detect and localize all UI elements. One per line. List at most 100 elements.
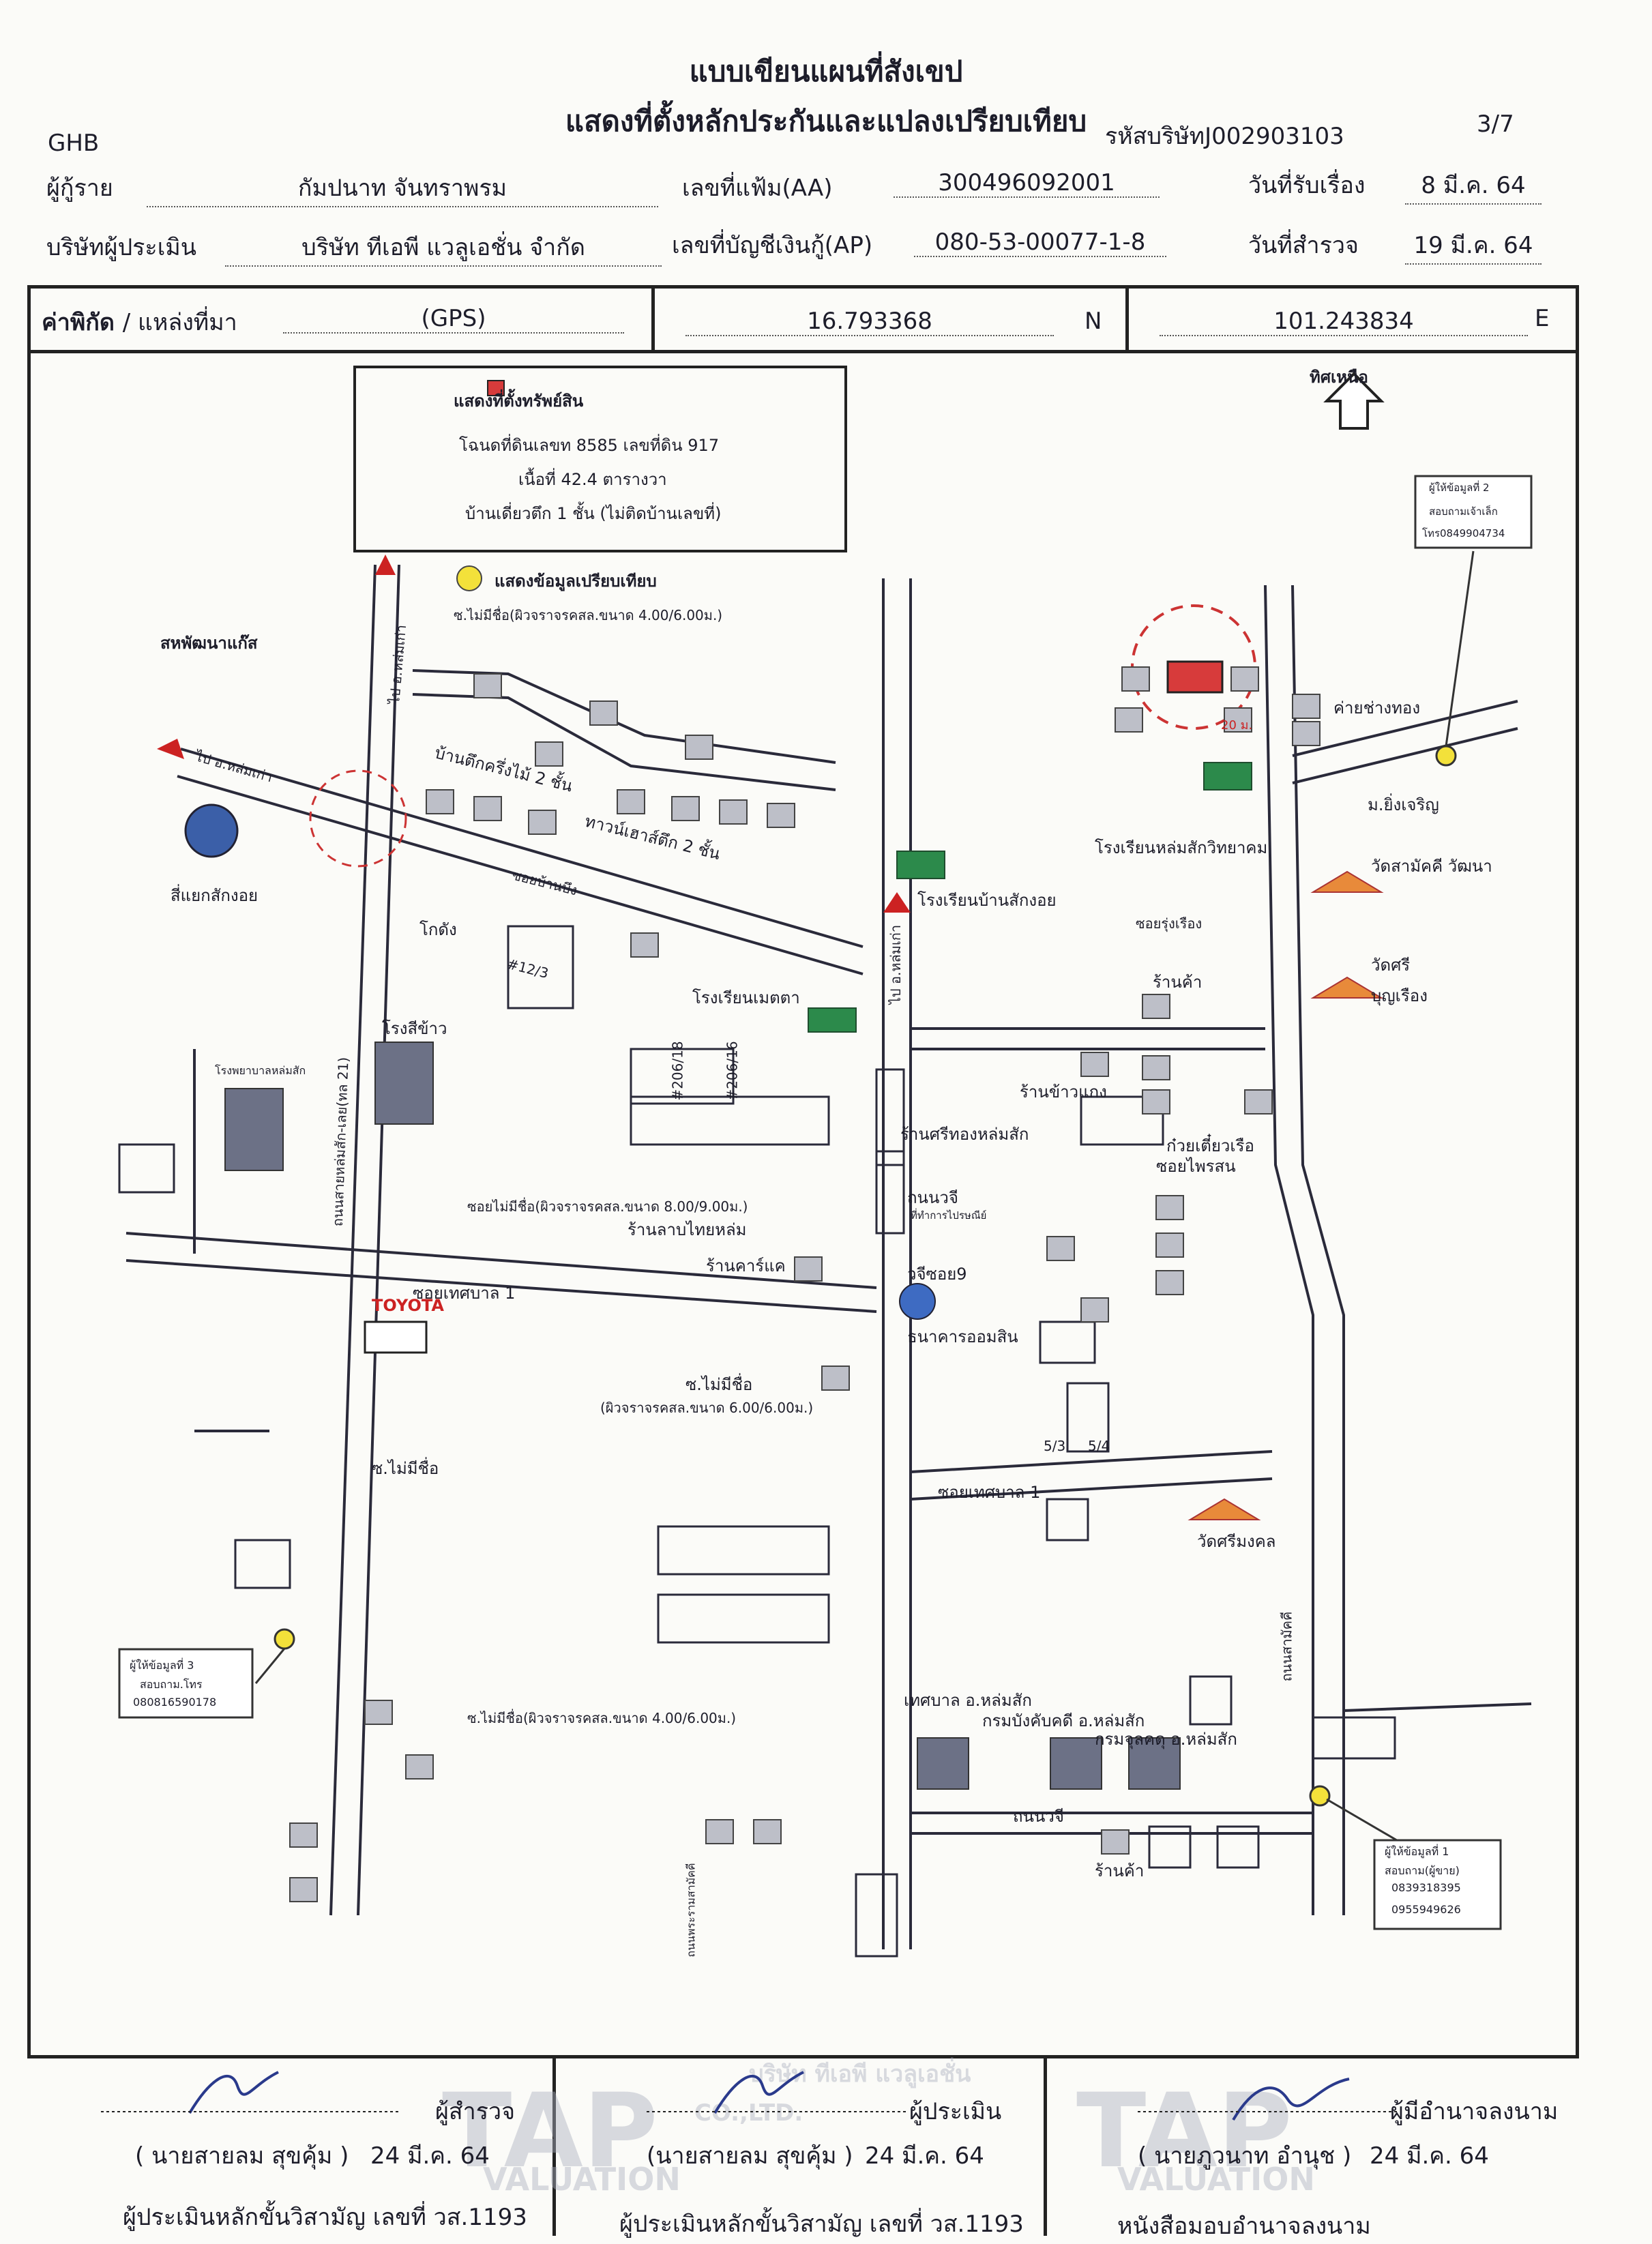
label-informant3-title: ผู้ให้ข้อมูลที่ 3 [130,1659,194,1672]
label-informant2-title: ผู้ให้ข้อมูลที่ 2 [1429,482,1490,494]
lon-dir: E [1535,305,1550,332]
file-no-value: 300496092001 [894,169,1160,198]
label-informant3-phone: 080816590178 [133,1696,217,1709]
coordinate-row: ค่าพิกัด / แหล่งที่มา (GPS) 16.793368 N … [27,285,1579,353]
map-title-line2: แสดงที่ตั้งหลักประกันและแปลงเปรียบเทียบ [565,104,1087,138]
label-shop2: ร้านค้า [1095,1861,1145,1880]
account-label: เลขที่บัญชีเงินกู้(AP) [672,232,873,259]
legend-deed: โฉนดที่ดินเลขท 8585 เลขที่ดิน 917 [459,436,720,455]
label-soi-tesaban1: ซอยเทศบาล 1 [413,1284,516,1303]
label-noodle: ก๋วยเตี๋ยวเรือ [1166,1136,1254,1155]
label-road-wachi-b: ถนนวจี [1013,1807,1064,1826]
label-wat-samakkhi: วัดสามัคคี วัฒนา [1371,857,1492,876]
surveyor-date: 24 มี.ค. 64 [370,2142,490,2170]
label-shop1: ร้านค้า [1153,973,1203,992]
appraiser-sign-label: ผู้ประเมิน [909,2098,1002,2125]
signature-section: TAP VALUATION TAP VALUATION บริษัท ทีเอพ… [33,2055,1576,2240]
surveyor-label: ผู้สำรวจ [435,2098,516,2125]
label-mooban: ม.ยิ่งเจริญ [1368,795,1439,814]
legend-property: แสดงที่ตั้งทรัพย์สิน [454,392,584,411]
surveyor-name: ( นายสายลม สุขคุ้ม ) [135,2142,349,2170]
label-road-unnamed-mid: ซอยไม่มีชื่อ(ผิวจราจรคสล.ขนาด 8.00/9.00ม… [467,1198,748,1215]
north-label: ทิศเหนือ [1310,368,1368,387]
coord-source-label: / แหล่งที่มา [122,309,237,336]
label-plot-5-4: 5/4 [1088,1438,1110,1454]
label-shop-gold: ร้านศรีทองหล่มสัก [900,1125,1029,1144]
sketch-map: แสดงที่ตั้งทรัพย์สิน โฉนดที่ดินเลขท 8585… [27,346,1579,2058]
label-school-lomsak: โรงเรียนหล่มสักวิทยาคม [1095,838,1268,857]
label-intersection: สี่แยกสักงอย [171,886,259,905]
label-soi-tesaban1-b: ซอยเทศบาล 1 [938,1483,1041,1502]
label-fire-dept: กรมบังคับคดี อ.หล่มสัก [982,1711,1145,1730]
label-hospital: โรงพยาบาลหล่มสัก [215,1064,306,1077]
label-road-samakkhi: ถนนสามัคคี [1278,1611,1295,1682]
label-shop-rice: ร้านข้าวแกง [1020,1082,1107,1102]
label-informant2-phone: โทร0849904734 [1422,527,1505,540]
label-school-metta: โรงเรียนเมตตา [692,988,800,1007]
legend-compare: แสดงข้อมูลเปรียบเทียบ [495,572,657,591]
label-shop-lanthai: ร้านลาบไทยหล่ม [628,1220,747,1239]
survey-value: 19 มี.ค. 64 [1405,226,1542,265]
legend-house: บ้านเดี่ยวตึก 1 ชั้น (ไม่ติดบ้านเลขที่) [465,504,722,523]
label-wachi-soi9: วจีซอย9 [907,1265,967,1284]
label-toyota: TOYOTA [372,1296,444,1315]
label-road-vertical: ถนนพระรามสามัคคี [684,1863,698,1958]
label-municipality: เทศบาล อ.หล่มสัก [904,1691,1032,1710]
account-value: 080-53-00077-1-8 [914,228,1166,257]
label-road-unnamed-lower: ซ.ไม่มีชื่อ [685,1375,753,1394]
label-plot-5-3: 5/3 [1044,1438,1066,1454]
surveyor-license: ผู้ประเมินหลักขั้นวิสามัญ เลขที่ วส.1193 [123,2204,527,2231]
label-road-unnamed-lower-spec: (ผิวจราจรคสล.ขนาด 6.00/6.00ม.) [600,1400,814,1416]
map-title-line1: แบบเขียนแผนที่สังเขป [689,55,963,88]
label-soi-phaisan: ซอยไพรสน [1156,1157,1236,1176]
latitude: 16.793368 [685,308,1054,336]
label-wat-si-2: บุญเรือง [1371,986,1428,1005]
label-school-banlak: โรงเรียนบ้านสักงอย [917,891,1057,910]
appraiser-sign-name: (นายสายลม สุขคุ้ม ) [647,2142,853,2170]
stamp-valuation-1: VALUATION [483,2161,681,2198]
stamp-ltd: CO.,LTD. [694,2099,803,2127]
map-drawing [118,366,1533,1958]
label-road-unnamed-bottom: ซ.ไม่มีชื่อ(ผิวจราจรคสล.ขนาด 4.00/6.00ม.… [467,1710,737,1726]
property-marker [1166,660,1224,694]
appraiser-label: บริษัทผู้ประเมิน [46,234,196,261]
stamp-valuation-2: VALUATION [1117,2161,1315,2198]
label-informant1-sub: สอบถาม(ผู้ขาย) [1385,1864,1460,1877]
label-wat-si-1: วัดศรี [1371,956,1411,975]
appraiser-sign-date: 24 มี.ค. 64 [865,2142,984,2170]
received-value: 8 มี.ค. 64 [1405,166,1542,205]
label-shop-carcare: ร้านคาร์แค [706,1256,786,1275]
legend-area: เนื้อที่ 42.4 ตารางวา [518,470,667,489]
label-distance: 20 ม. [1221,718,1253,733]
label-informant2-sub: สอบถามเจ้าเล็ก [1429,505,1498,518]
north-arrow [1323,372,1385,430]
authority-name: ( นายภูวนาท อำนุช ) [1138,2142,1352,2170]
longitude: 101.243834 [1160,308,1528,336]
label-informant1-phone2: 0955949626 [1391,1903,1461,1916]
label-informant3-sub: สอบถาม.โทร [140,1678,203,1691]
page-number: 3/7 [1477,110,1514,138]
file-no-label: เลขที่แฟ้ม(AA) [682,175,833,202]
authority-label: ผู้มีอำนาจลงนาม [1390,2098,1559,2125]
label-post-office: ที่ทำการไปรษณีย์ [911,1209,987,1222]
appraiser-sign-license: ผู้ประเมินหลักขั้นวิสามัญ เลขที่ วส.1193 [619,2211,1024,2238]
label-road-unnamed-left: ซ.ไม่มีชื่อ [372,1459,439,1478]
label-sahapat: สหพัฒนาแก๊ส [160,634,258,653]
label-plot-206-18: #206/18 [669,1041,686,1101]
lat-dir: N [1085,308,1102,335]
borrower-label: ผู้กู้ราย [46,175,113,202]
coord-source: (GPS) [283,305,624,334]
bank-code: GHB [48,130,100,157]
handwritten-signatures [101,2071,1397,2121]
received-label: วันที่รับเรื่อง [1248,172,1366,199]
company-code: รหัสบริษัทJ002903103 [1105,123,1344,150]
label-road-wachi: ถนนวจี [907,1188,958,1207]
label-plot-206-16: #206/16 [724,1041,741,1101]
label-informant1-phone1: 0839318395 [1391,1881,1461,1894]
authority-date: 24 มี.ค. 64 [1370,2142,1489,2170]
label-rice-mill: โรงสีข้าว [382,1019,447,1038]
survey-label: วันที่สำรวจ [1248,232,1359,259]
stamp-tap-1: TAP [442,2072,658,2191]
appraiser-value: บริษัท ทีเอพี แวลูเอชั่น จำกัด [225,228,662,267]
label-warehouse: โกดัง [419,920,457,939]
